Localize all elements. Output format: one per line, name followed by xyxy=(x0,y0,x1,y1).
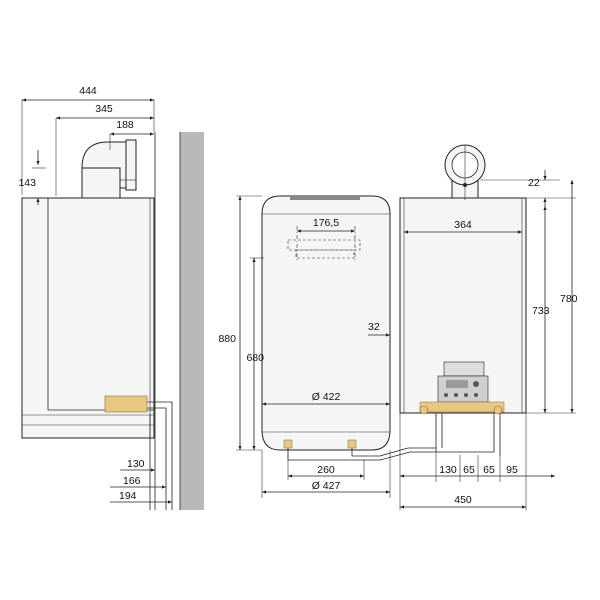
dim-733: 733 xyxy=(532,305,550,317)
dim-345: 345 xyxy=(95,103,113,115)
dim-166: 166 xyxy=(123,475,141,487)
dim-143: 143 xyxy=(18,177,36,189)
boiler-connections xyxy=(419,401,505,456)
dim-65b: 65 xyxy=(483,464,495,476)
dim-d427: Ø 427 xyxy=(312,480,341,492)
dim-32: 32 xyxy=(368,321,380,333)
dim-95: 95 xyxy=(506,464,518,476)
dim-188: 188 xyxy=(116,119,134,131)
tank-body xyxy=(261,195,391,451)
dim-450: 450 xyxy=(454,494,472,506)
dim-364: 364 xyxy=(454,219,472,231)
dim-130b: 130 xyxy=(439,464,457,476)
dim-680: 680 xyxy=(246,352,264,364)
boiler-flue xyxy=(444,144,486,200)
tank-view: 176,5 880 680 Ø 422 32 260 Ø 427 xyxy=(218,195,436,498)
dim-65a: 65 xyxy=(463,464,475,476)
dim-444: 444 xyxy=(79,85,97,97)
dim-d422: Ø 422 xyxy=(312,391,341,403)
dim-194: 194 xyxy=(119,490,137,502)
boiler-view: 22 733 780 364 130 65 65 95 450 xyxy=(399,144,578,510)
dim-176-5: 176,5 xyxy=(313,217,339,229)
dim-880: 880 xyxy=(218,333,236,345)
control-panel xyxy=(437,361,489,403)
dim-780: 780 xyxy=(560,293,578,305)
dim-22: 22 xyxy=(528,177,540,189)
dim-130: 130 xyxy=(127,458,145,470)
side-view: 444 345 188 143 130 166 194 xyxy=(18,85,204,510)
wall xyxy=(180,132,204,510)
flue-elbow xyxy=(81,139,137,199)
side-pipes xyxy=(104,395,173,510)
dim-260: 260 xyxy=(317,464,335,476)
